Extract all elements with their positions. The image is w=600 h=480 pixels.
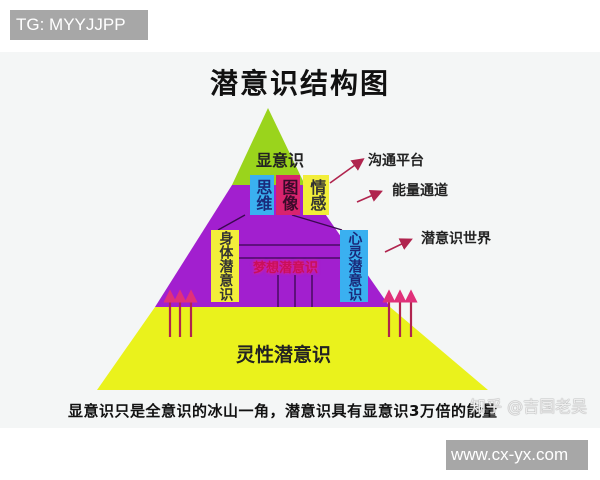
telegram-watermark: TG: MYYJJPP <box>10 10 148 40</box>
callout-subconscious-world: 潜意识世界 <box>421 231 491 247</box>
top-box-emotion: 情感 <box>303 175 329 215</box>
site-watermark: www.cx-yx.com <box>446 440 588 470</box>
bottom-layer-shape <box>97 307 488 390</box>
callout-communication-platform: 沟通平台 <box>368 153 424 169</box>
zhihu-watermark: 知乎 @吉国老吴 <box>470 397 588 416</box>
top-layer-shape <box>232 108 305 185</box>
middle-layer-label: 梦想潜意识 <box>253 261 319 276</box>
top-layer-label: 显意识 <box>256 151 305 170</box>
top-box-image: 图像 <box>276 175 300 215</box>
top-box-thinking: 思维 <box>250 175 274 215</box>
side-box-mind-subconscious: 心灵潜意识 <box>340 230 368 302</box>
side-box-body-subconscious: 身体潜意识 <box>211 230 239 302</box>
callout-energy-channel: 能量通道 <box>392 183 448 199</box>
diagram-title: 潜意识结构图 <box>209 67 390 100</box>
bottom-layer-label: 灵性潜意识 <box>236 344 332 366</box>
diagram-caption: 显意识只是全意识的冰山一角，潜意识具有显意识3万倍的能量 <box>68 402 498 420</box>
